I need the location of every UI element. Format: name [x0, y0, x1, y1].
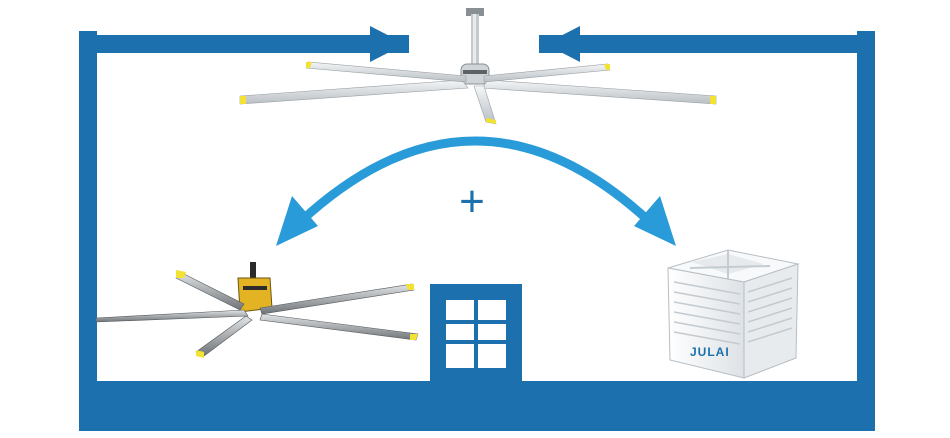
- cooler-brand-label: JULAI: [690, 345, 730, 359]
- plus-symbol: +: [459, 177, 485, 226]
- evaporative-air-cooler-icon: JULAI: [667, 249, 800, 379]
- cooler-louvers: [673, 277, 793, 345]
- room-frame-outline: [79, 31, 875, 405]
- arrow-left-icon: [545, 26, 620, 62]
- room-floor: [79, 381, 875, 431]
- double-headed-curved-arrow-icon: [276, 136, 676, 246]
- hvls-ceiling-fan-icon: [239, 8, 717, 125]
- room-frame: [79, 31, 875, 431]
- arrow-right-icon: [330, 26, 405, 62]
- building-window-icon: [430, 284, 522, 384]
- hvls-fan-yellow-motor-icon: [95, 262, 419, 358]
